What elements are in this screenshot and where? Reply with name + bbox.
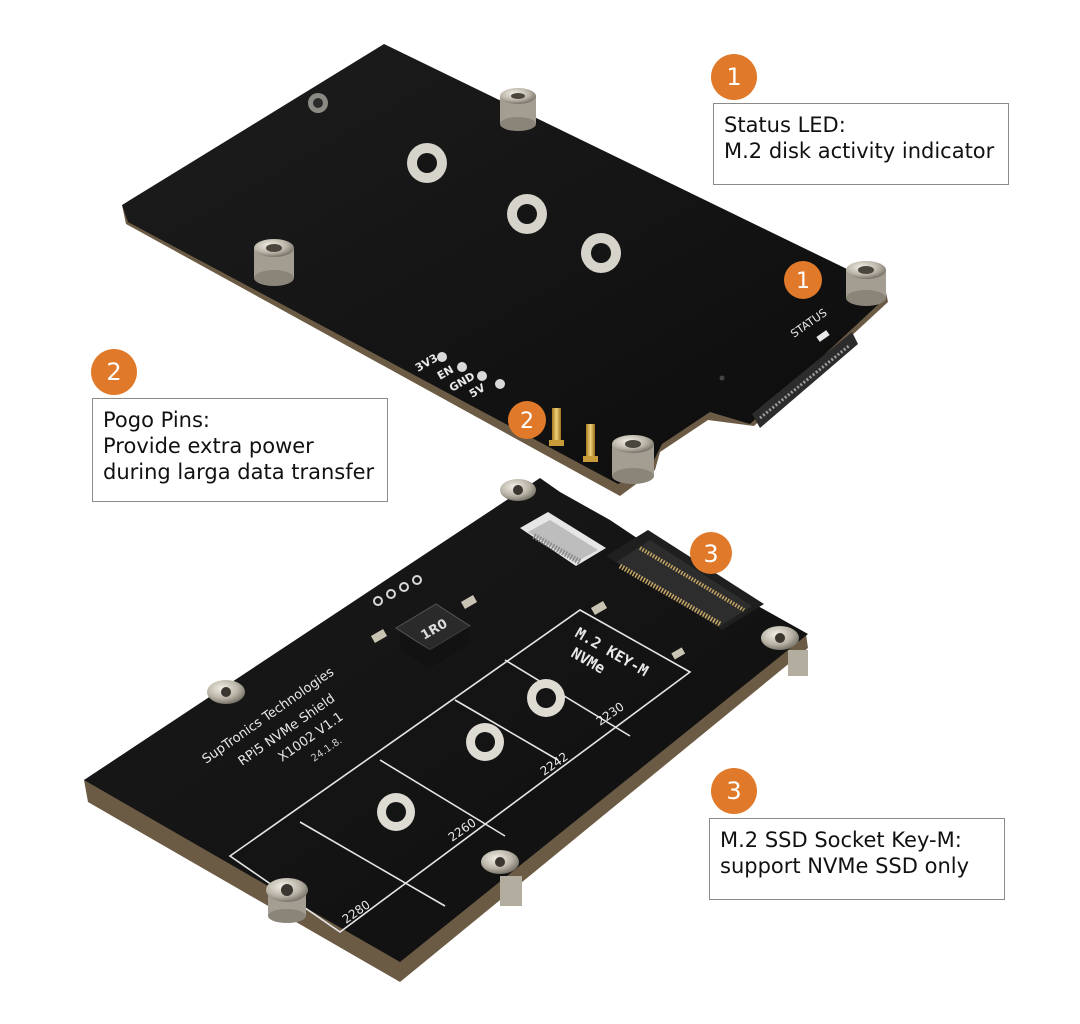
callout-2-title: Pogo Pins:	[103, 408, 210, 432]
standoff-nut	[500, 88, 536, 131]
bottom-board: 1R0 M.2 KEY-M NVMe 2230 2242 2260 2280 S…	[84, 478, 808, 982]
standoff-nut	[266, 878, 308, 923]
callout-2-line-1: Provide extra power	[103, 434, 314, 458]
svg-text:3: 3	[703, 540, 718, 568]
svg-text:2: 2	[520, 409, 534, 434]
callout-3-number: 3	[726, 777, 742, 805]
top-board-body	[122, 44, 886, 484]
ssd-mount-holes	[377, 679, 565, 831]
callout-3-line-1: support NVMe SSD only	[720, 854, 970, 878]
svg-text:1: 1	[796, 269, 810, 294]
callout-2-number: 2	[106, 358, 122, 386]
standoff-nut	[207, 680, 245, 704]
callout-2-box: Pogo Pins: Provide extra power during la…	[92, 398, 388, 502]
callout-1-box: Status LED: M.2 disk activity indicator	[713, 103, 1009, 185]
standoff-nut	[846, 261, 886, 306]
top-board: STATUS	[122, 44, 888, 496]
callout-1-number: 1	[726, 63, 742, 91]
bottom-board-body	[84, 478, 808, 962]
top-board-holes	[308, 93, 621, 273]
callout-3-title: M.2 SSD Socket Key-M:	[720, 828, 962, 852]
standoff-nut	[481, 850, 519, 874]
status-led	[816, 330, 830, 342]
pogo-pins	[549, 408, 598, 462]
standoff-nut	[761, 626, 799, 650]
callout-3-box: M.2 SSD Socket Key-M: support NVMe SSD o…	[709, 818, 1005, 900]
m2-socket	[606, 530, 764, 630]
standoff-nut	[500, 479, 536, 501]
power-inductor: 1R0	[395, 603, 471, 668]
callout-1-line-1: M.2 disk activity indicator	[724, 139, 995, 163]
fpc-connector	[520, 512, 606, 566]
marker-2-photo: 2	[508, 401, 546, 439]
marker-1-photo: 1	[784, 261, 822, 299]
callout-2-badge: 2	[91, 349, 137, 395]
smd-components	[370, 575, 686, 660]
callout-1-badge: 1	[711, 54, 757, 100]
standoff-nut	[254, 239, 294, 286]
standoff-nut	[612, 435, 654, 484]
callout-3-badge: 3	[711, 768, 757, 814]
marker-3-photo: 3	[690, 532, 732, 574]
callout-1-title: Status LED:	[724, 113, 846, 137]
callout-2-line-2: during larga data transfer	[103, 460, 375, 484]
m2-edge-connector	[752, 332, 858, 428]
